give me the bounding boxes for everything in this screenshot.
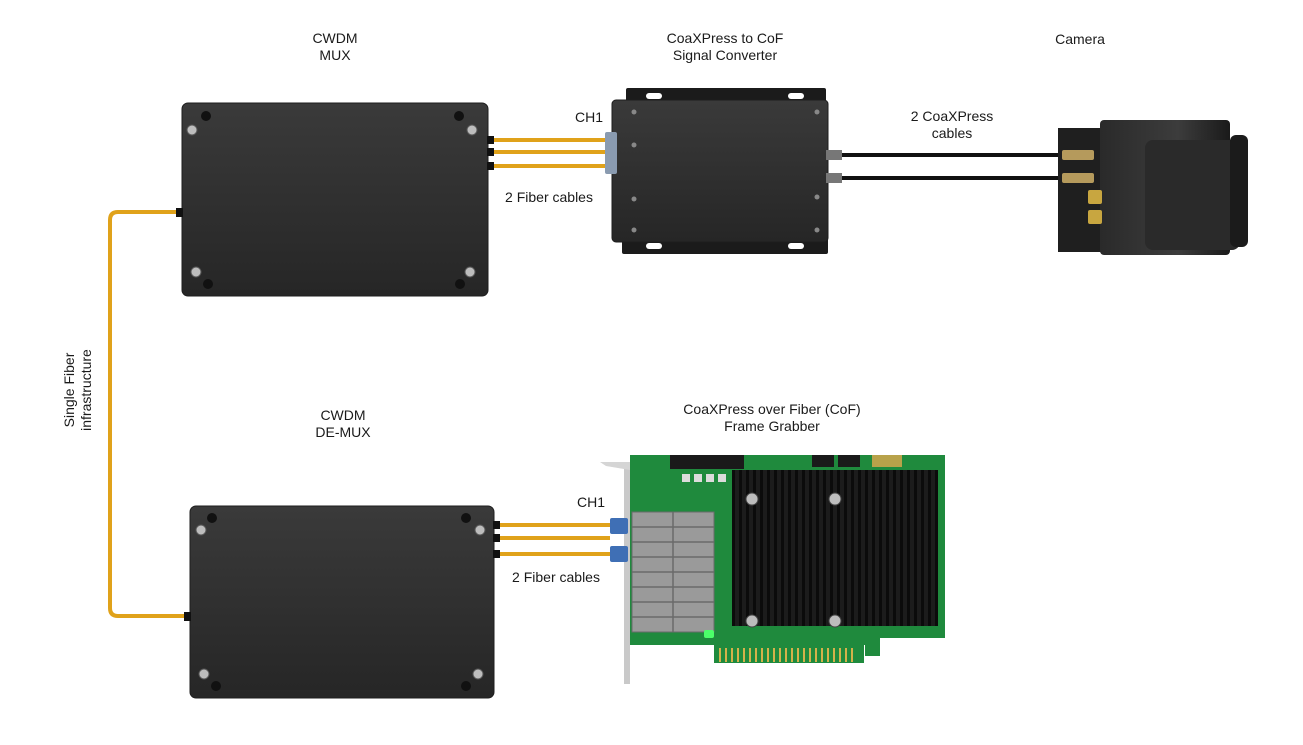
camera-label: Camera bbox=[1055, 31, 1105, 48]
cwdm-demux-box bbox=[184, 505, 500, 699]
fiber-cables-bottom-label: 2 Fiber cables bbox=[512, 569, 600, 586]
demux-label-line2: DE-MUX bbox=[315, 424, 371, 440]
converter-label: CoaXPress to CoF Signal Converter bbox=[667, 30, 784, 64]
fiber-cables-bottom bbox=[500, 523, 610, 556]
grabber-label-line2: Frame Grabber bbox=[724, 418, 820, 434]
ch1-bottom-text: CH1 bbox=[576, 494, 606, 510]
demux-label-line1: CWDM bbox=[320, 407, 366, 423]
fiber-cables-top-label: 2 Fiber cables bbox=[505, 189, 593, 206]
cwdm-mux-box bbox=[176, 102, 494, 297]
single-fiber-line1: Single Fiber bbox=[61, 352, 77, 428]
fiber-cables-top bbox=[494, 138, 606, 168]
camera-label-text: Camera bbox=[1055, 31, 1105, 47]
ch1-bottom-label: CH1 bbox=[577, 494, 605, 511]
demux-label: CWDM DE-MUX bbox=[315, 407, 370, 441]
converter-label-line1: CoaXPress to CoF bbox=[666, 30, 784, 46]
mux-label-line1: CWDM bbox=[312, 30, 358, 46]
coax-cables-label-line2: cables bbox=[931, 125, 973, 141]
fiber-bottom-text: 2 Fiber cables bbox=[512, 569, 600, 585]
grabber-label: CoaXPress over Fiber (CoF) Frame Grabber bbox=[683, 401, 860, 435]
coax-cables-label: 2 CoaXPress cables bbox=[911, 108, 993, 142]
mux-label-line2: MUX bbox=[319, 47, 351, 63]
single-fiber-label: Single Fiber infrastructure bbox=[61, 349, 95, 431]
fiber-top-text: 2 Fiber cables bbox=[505, 189, 593, 205]
ch1-top-label: CH1 bbox=[575, 109, 603, 126]
coax-cables-label-line1: 2 CoaXPress bbox=[910, 108, 994, 124]
mux-label: CWDM MUX bbox=[312, 30, 357, 64]
camera-device bbox=[1058, 120, 1248, 255]
grabber-label-line1: CoaXPress over Fiber (CoF) bbox=[683, 401, 861, 417]
coaxpress-cables bbox=[842, 153, 1062, 180]
signal-converter-box bbox=[605, 88, 842, 254]
single-fiber-line2: infrastructure bbox=[78, 349, 94, 431]
single-fiber-cable bbox=[108, 210, 190, 618]
converter-label-line2: Signal Converter bbox=[672, 47, 778, 63]
frame-grabber-card bbox=[600, 455, 945, 684]
ch1-top-text: CH1 bbox=[574, 109, 604, 125]
